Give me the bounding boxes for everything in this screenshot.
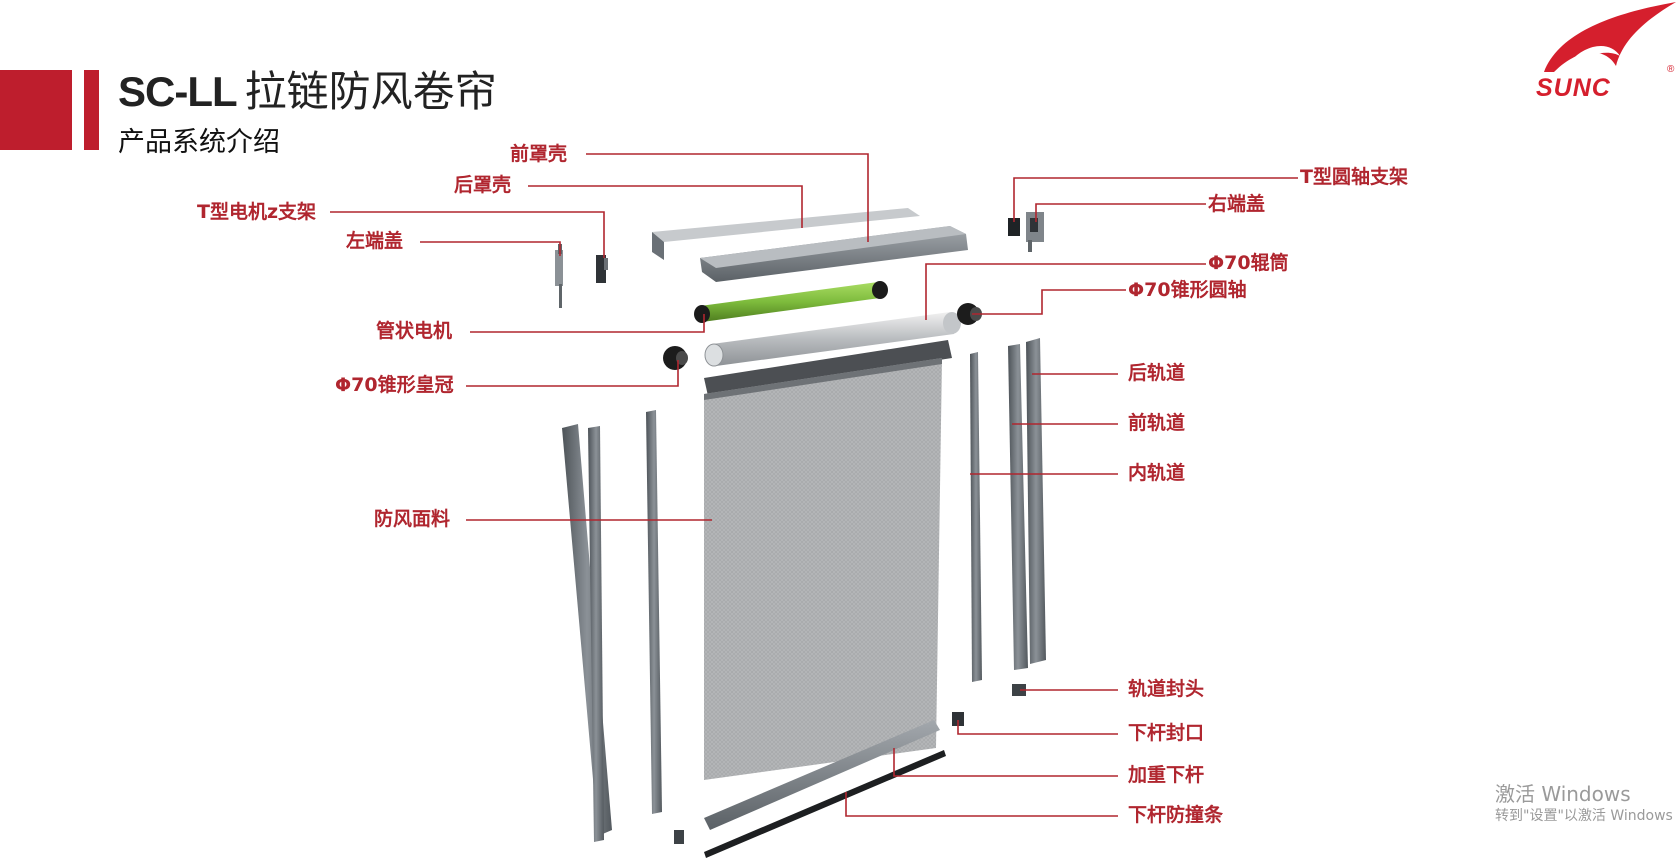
label-t-shaft-bracket: T型圆轴支架 bbox=[1300, 166, 1408, 188]
left-tracks-part bbox=[562, 410, 684, 844]
front-cover-part bbox=[700, 226, 968, 282]
label-t-motor-bracket: T型电机z支架 bbox=[197, 201, 317, 223]
leader-t-motor-bracket bbox=[330, 211, 605, 258]
accent-bar bbox=[0, 70, 72, 150]
title-code: SC-LL bbox=[118, 68, 238, 115]
activation-watermark-title: 激活 Windows bbox=[1495, 782, 1631, 806]
title-text: 拉链防风卷帘 bbox=[244, 67, 497, 116]
bottom-bar-strip-part bbox=[704, 750, 946, 858]
leader-tubular-motor bbox=[470, 314, 705, 333]
sunc-logo: SUNC ® bbox=[1536, 2, 1676, 100]
label-inner-track: 内轨道 bbox=[1128, 462, 1186, 484]
leader-weighted-bar bbox=[893, 748, 1118, 777]
leader-cone-shaft bbox=[972, 289, 1126, 315]
bottom-bar-cap-part bbox=[952, 712, 964, 726]
t-shaft-bracket-part bbox=[1008, 218, 1020, 236]
leader-lines bbox=[330, 153, 1298, 817]
label-front-cover: 前罩壳 bbox=[510, 143, 568, 165]
rear-cover-part bbox=[652, 208, 920, 260]
accent-bar-thin bbox=[84, 70, 99, 150]
label-cone-shaft: Φ70锥形圆轴 bbox=[1128, 279, 1247, 301]
label-rear-cover: 后罩壳 bbox=[454, 174, 512, 196]
label-bottom-bar-strip: 下杆防撞条 bbox=[1128, 804, 1224, 826]
fabric-part bbox=[704, 340, 952, 780]
activation-watermark-hint: 转到"设置"以激活 Windows bbox=[1495, 808, 1673, 824]
t-motor-bracket-part bbox=[596, 255, 608, 283]
leader-crown bbox=[466, 360, 679, 387]
label-track-end-cap: 轨道封头 bbox=[1128, 678, 1205, 700]
leader-front-cover bbox=[586, 153, 869, 242]
tubular-motor-part bbox=[694, 281, 888, 323]
label-front-track: 前轨道 bbox=[1128, 412, 1186, 434]
leader-roller-tube bbox=[925, 263, 1206, 320]
label-fabric: 防风面料 bbox=[374, 508, 451, 530]
page-subtitle: 产品系统介绍 bbox=[118, 127, 280, 158]
leader-left-end-cap bbox=[420, 241, 561, 256]
label-weighted-bar: 加重下杆 bbox=[1128, 764, 1205, 786]
right-end-cap-part bbox=[1026, 212, 1044, 252]
leader-bottom-bar-cap bbox=[957, 720, 1118, 735]
label-bottom-bar-cap: 下杆封口 bbox=[1128, 722, 1205, 744]
logo-registered: ® bbox=[1667, 64, 1675, 75]
crown-part bbox=[663, 346, 688, 370]
label-crown: Φ70锥形皇冠 bbox=[335, 374, 454, 396]
logo-wordmark: SUNC bbox=[1536, 74, 1611, 100]
label-left-end-cap: 左端盖 bbox=[346, 230, 404, 252]
leader-right-end-cap bbox=[1035, 203, 1206, 222]
logo-swoosh bbox=[1544, 2, 1676, 72]
left-end-cap-part bbox=[555, 244, 563, 308]
label-roller-tube: Φ70辊筒 bbox=[1208, 252, 1289, 274]
leader-t-shaft-bracket bbox=[1013, 177, 1298, 222]
right-tracks-part bbox=[970, 338, 1046, 696]
leader-rear-cover bbox=[528, 185, 803, 228]
leader-bottom-bar-strip bbox=[845, 792, 1118, 817]
roller-tube-part bbox=[704, 312, 961, 367]
label-tubular-motor: 管状电机 bbox=[376, 320, 453, 342]
label-rear-track: 后轨道 bbox=[1128, 362, 1186, 384]
weighted-bar-part bbox=[704, 720, 940, 830]
label-right-end-cap: 右端盖 bbox=[1208, 193, 1266, 215]
